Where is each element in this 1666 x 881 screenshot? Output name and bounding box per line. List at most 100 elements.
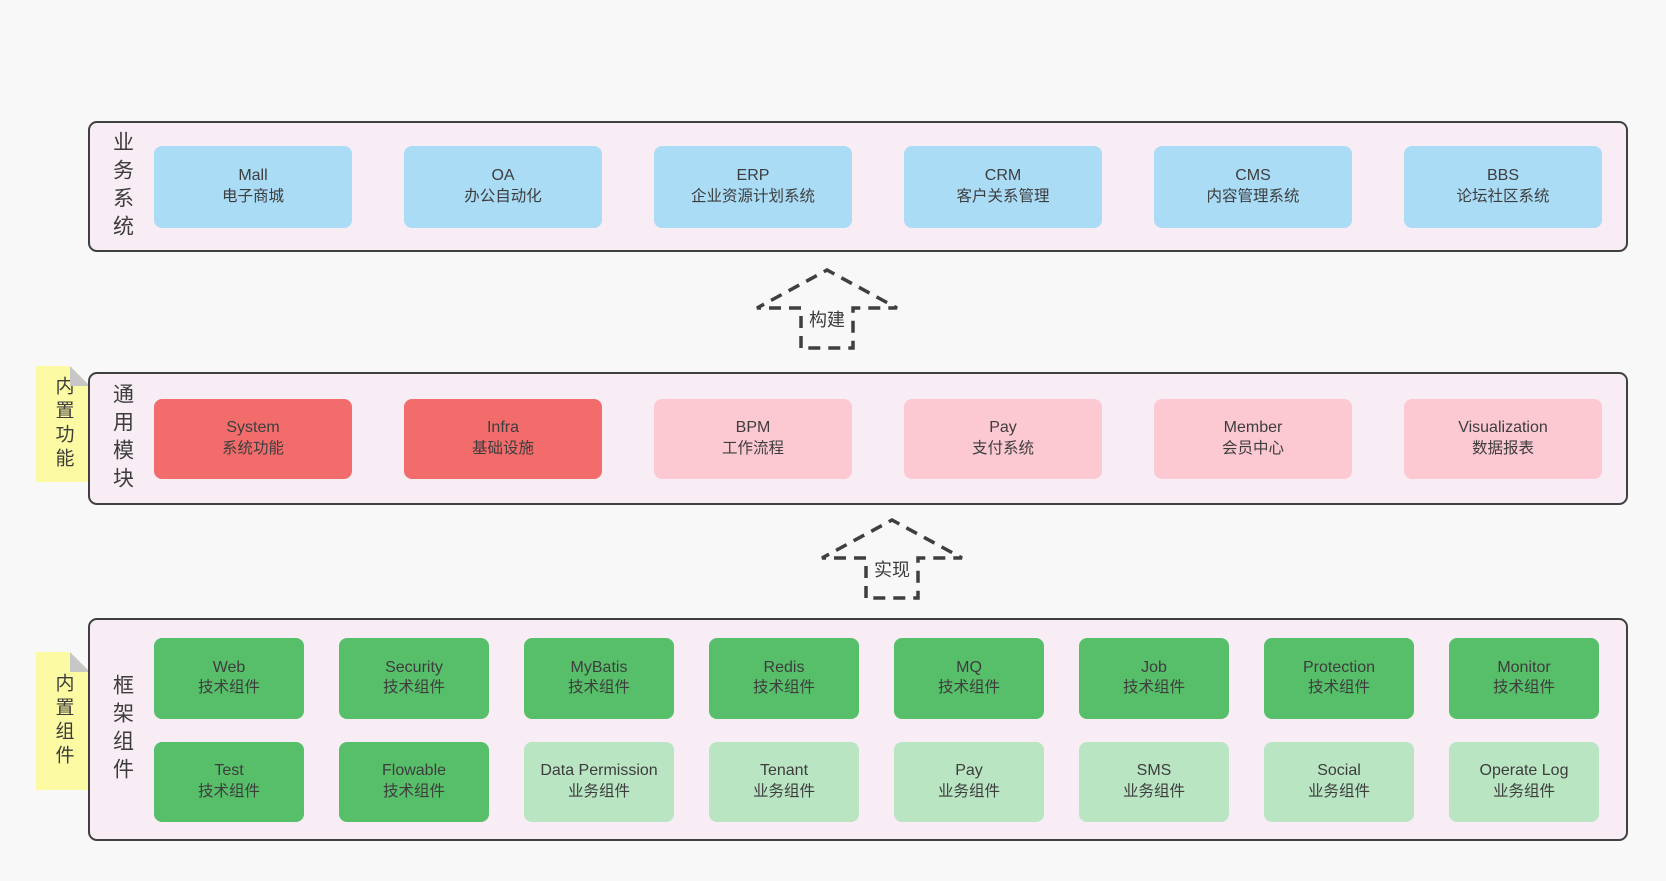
- component-title: MQ: [956, 658, 982, 676]
- component-subtitle: 技术组件: [567, 679, 630, 697]
- component-subtitle: 论坛社区系统: [1456, 187, 1550, 205]
- component-subtitle: 业务组件: [937, 782, 1000, 800]
- framework-row-business: Test 技术组件 Flowable 技术组件 Data Permission …: [154, 741, 1626, 822]
- component-title: BBS: [1486, 167, 1519, 185]
- component-box: Web 技术组件: [154, 637, 304, 719]
- component-box: Test 技术组件: [154, 741, 304, 822]
- modules-box-row: System 系统功能 Infra 基础设施 BPM 工作流程 Pay 支付系统…: [154, 398, 1626, 479]
- component-box: SMS 业务组件: [1079, 741, 1229, 822]
- component-title: Flowable: [381, 762, 447, 780]
- component-title: Visualization: [1458, 419, 1548, 437]
- arrow-build: 构建: [755, 266, 899, 352]
- component-box: CMS 内容管理系统: [1154, 145, 1352, 228]
- component-title: Job: [1141, 658, 1167, 676]
- component-title: Member: [1223, 419, 1283, 437]
- component-box: Security 技术组件: [339, 637, 489, 719]
- layer-label-modules: 通用模块: [110, 382, 134, 495]
- component-subtitle: 系统功能: [221, 439, 284, 457]
- component-subtitle: 业务组件: [1307, 782, 1370, 800]
- component-box: BPM 工作流程: [654, 398, 852, 479]
- component-subtitle: 工作流程: [721, 439, 784, 457]
- component-box: Visualization 数据报表: [1404, 398, 1602, 479]
- component-title: Infra: [486, 419, 519, 437]
- note-builtin-components: 内置组件: [36, 652, 90, 790]
- component-title: Data Permission: [540, 762, 658, 780]
- component-title: Web: [212, 658, 246, 676]
- component-subtitle: 支付系统: [971, 439, 1034, 457]
- component-box: Operate Log 业务组件: [1449, 741, 1599, 822]
- component-subtitle: 客户关系管理: [956, 187, 1050, 205]
- arrow-label: 实现: [871, 554, 913, 584]
- note-text: 内置功能: [52, 376, 74, 472]
- component-title: Social: [1317, 762, 1361, 780]
- component-box: MyBatis 技术组件: [524, 637, 674, 719]
- component-box: ERP 企业资源计划系统: [654, 145, 852, 228]
- component-title: BPM: [735, 419, 771, 437]
- component-box: Pay 支付系统: [904, 398, 1102, 479]
- component-subtitle: 技术组件: [197, 782, 260, 800]
- component-title: Tenant: [759, 762, 809, 780]
- component-box: OA 办公自动化: [404, 145, 602, 228]
- component-box: Member 会员中心: [1154, 398, 1352, 479]
- component-subtitle: 技术组件: [1307, 679, 1370, 697]
- layer-common-modules: 通用模块 System 系统功能 Infra 基础设施 BPM 工作流程 Pay…: [88, 372, 1628, 505]
- component-title: Security: [385, 658, 443, 676]
- component-subtitle: 技术组件: [197, 679, 260, 697]
- component-subtitle: 技术组件: [1122, 679, 1185, 697]
- component-box: Infra 基础设施: [404, 398, 602, 479]
- component-title: Mall: [238, 167, 268, 185]
- component-subtitle: 技术组件: [382, 782, 445, 800]
- component-title: Protection: [1302, 658, 1376, 676]
- component-box: Social 业务组件: [1264, 741, 1414, 822]
- component-title: Redis: [763, 658, 805, 676]
- component-title: MyBatis: [570, 658, 628, 676]
- layer-framework-components: 框架组件 Web 技术组件 Security 技术组件 MyBatis 技术组件: [88, 618, 1628, 841]
- component-box: Tenant 业务组件: [709, 741, 859, 822]
- component-box: CRM 客户关系管理: [904, 145, 1102, 228]
- folded-corner-icon: [70, 366, 90, 386]
- component-subtitle: 业务组件: [1492, 782, 1555, 800]
- component-subtitle: 数据报表: [1471, 439, 1534, 457]
- layer-label-business: 业务系统: [110, 130, 134, 243]
- dashed-up-arrow-icon: [821, 518, 963, 600]
- component-box: System 系统功能: [154, 398, 352, 479]
- component-title: Test: [214, 762, 244, 780]
- dashed-up-arrow-icon: [756, 268, 898, 350]
- layer-business-systems: 业务系统 Mall 电子商城 OA 办公自动化 ERP 企业资源计划系统 CRM…: [88, 121, 1628, 252]
- component-subtitle: 基础设施: [471, 439, 534, 457]
- note-builtin-features: 内置功能: [36, 366, 90, 482]
- component-title: Pay: [955, 762, 983, 780]
- component-subtitle: 技术组件: [382, 679, 445, 697]
- component-subtitle: 技术组件: [937, 679, 1000, 697]
- component-box: Flowable 技术组件: [339, 741, 489, 822]
- arrow-implement: 实现: [820, 516, 964, 602]
- component-subtitle: 技术组件: [1492, 679, 1555, 697]
- component-subtitle: 办公自动化: [464, 187, 542, 205]
- component-title: Pay: [989, 419, 1017, 437]
- component-box: Job 技术组件: [1079, 637, 1229, 719]
- business-box-row: Mall 电子商城 OA 办公自动化 ERP 企业资源计划系统 CRM 客户关系…: [154, 145, 1626, 228]
- note-text: 内置组件: [52, 673, 74, 769]
- component-box: Data Permission 业务组件: [524, 741, 674, 822]
- component-box: Monitor 技术组件: [1449, 637, 1599, 719]
- component-box: MQ 技术组件: [894, 637, 1044, 719]
- folded-corner-icon: [70, 652, 90, 672]
- component-box: Pay 业务组件: [894, 741, 1044, 822]
- component-box: Protection 技术组件: [1264, 637, 1414, 719]
- component-box: Redis 技术组件: [709, 637, 859, 719]
- component-box: Mall 电子商城: [154, 145, 352, 228]
- framework-row-technical: Web 技术组件 Security 技术组件 MyBatis 技术组件 Redi…: [154, 637, 1626, 719]
- component-subtitle: 业务组件: [1122, 782, 1185, 800]
- component-title: SMS: [1136, 762, 1172, 780]
- component-subtitle: 会员中心: [1221, 439, 1284, 457]
- component-subtitle: 内容管理系统: [1206, 187, 1300, 205]
- component-title: Monitor: [1497, 658, 1551, 676]
- component-subtitle: 企业资源计划系统: [690, 187, 815, 205]
- component-subtitle: 电子商城: [221, 187, 284, 205]
- layer-label-framework: 框架组件: [110, 673, 134, 786]
- component-box: BBS 论坛社区系统: [1404, 145, 1602, 228]
- component-title: Operate Log: [1479, 762, 1569, 780]
- component-subtitle: 业务组件: [752, 782, 815, 800]
- component-title: OA: [491, 167, 515, 185]
